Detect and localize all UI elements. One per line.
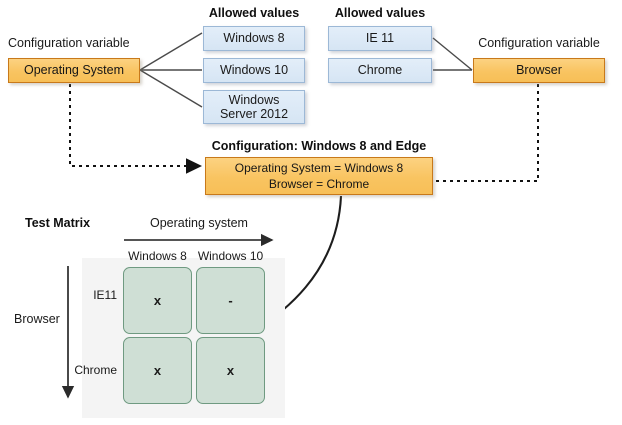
configuration-line-os: Operating System = Windows 8 [234,160,404,175]
matrix-cell-ie11-windows-10[interactable]: - [196,267,265,334]
matrix-row-header-chrome: Chrome [74,363,117,377]
matrix-cell-value: x [226,363,235,378]
matrix-row-header-ie11: IE11 [93,288,117,302]
matrix-y-axis-label: Browser [14,312,60,326]
allowed-value-windows-server-2012-label-line2: Server 2012 [219,107,289,121]
matrix-cell-value: x [153,293,162,308]
allowed-value-chrome-label: Chrome [357,63,403,78]
allowed-value-windows-server-2012[interactable]: Windows Server 2012 [203,90,305,124]
matrix-cell-value: x [153,363,162,378]
browser-to-config-dotted [416,84,539,189]
matrix-cell-value: - [228,293,233,308]
allowed-value-windows-server-2012-label-line1: Windows [228,92,280,107]
config-variable-operating-system-label: Operating System [23,63,125,78]
allowed-value-windows-8-label: Windows 8 [223,31,285,46]
allowed-value-windows-10[interactable]: Windows 10 [203,58,305,83]
config-variable-operating-system[interactable]: Operating System [8,58,140,83]
matrix-cell-chrome-windows-10[interactable]: x [196,337,265,404]
allowed-value-ie-11[interactable]: IE 11 [328,26,432,51]
allowed-value-chrome[interactable]: Chrome [328,58,432,83]
allowed-value-ie-11-label: IE 11 [365,31,395,46]
configuration-line-browser: Browser = Chrome [268,177,370,191]
os-to-config-dotted [69,84,202,174]
browser-variable-caption: Configuration variable [478,36,600,50]
matrix-cell-chrome-windows-8[interactable]: x [123,337,192,404]
matrix-cell-ie11-windows-8[interactable]: x [123,267,192,334]
matrix-x-axis-label: Operating system [150,216,248,230]
config-variable-browser[interactable]: Browser [473,58,605,83]
allowed-value-windows-10-label: Windows 10 [219,63,289,78]
matrix-title: Test Matrix [25,216,91,230]
os-connector-lines [139,32,203,108]
configuration-box[interactable]: Operating System = Windows 8 Browser = C… [205,157,433,195]
os-variable-caption: Configuration variable [8,36,130,50]
matrix-column-header-windows-10: Windows 10 [197,249,264,263]
allowed-value-windows-8[interactable]: Windows 8 [203,26,305,51]
allowed-values-label-left: Allowed values [208,6,300,20]
matrix-column-header-windows-8: Windows 8 [128,249,187,263]
allowed-values-label-right: Allowed values [334,6,426,20]
config-variable-browser-label: Browser [516,63,562,78]
configuration-caption: Configuration: Windows 8 and Edge [211,139,427,153]
browser-connector-lines [432,37,473,71]
